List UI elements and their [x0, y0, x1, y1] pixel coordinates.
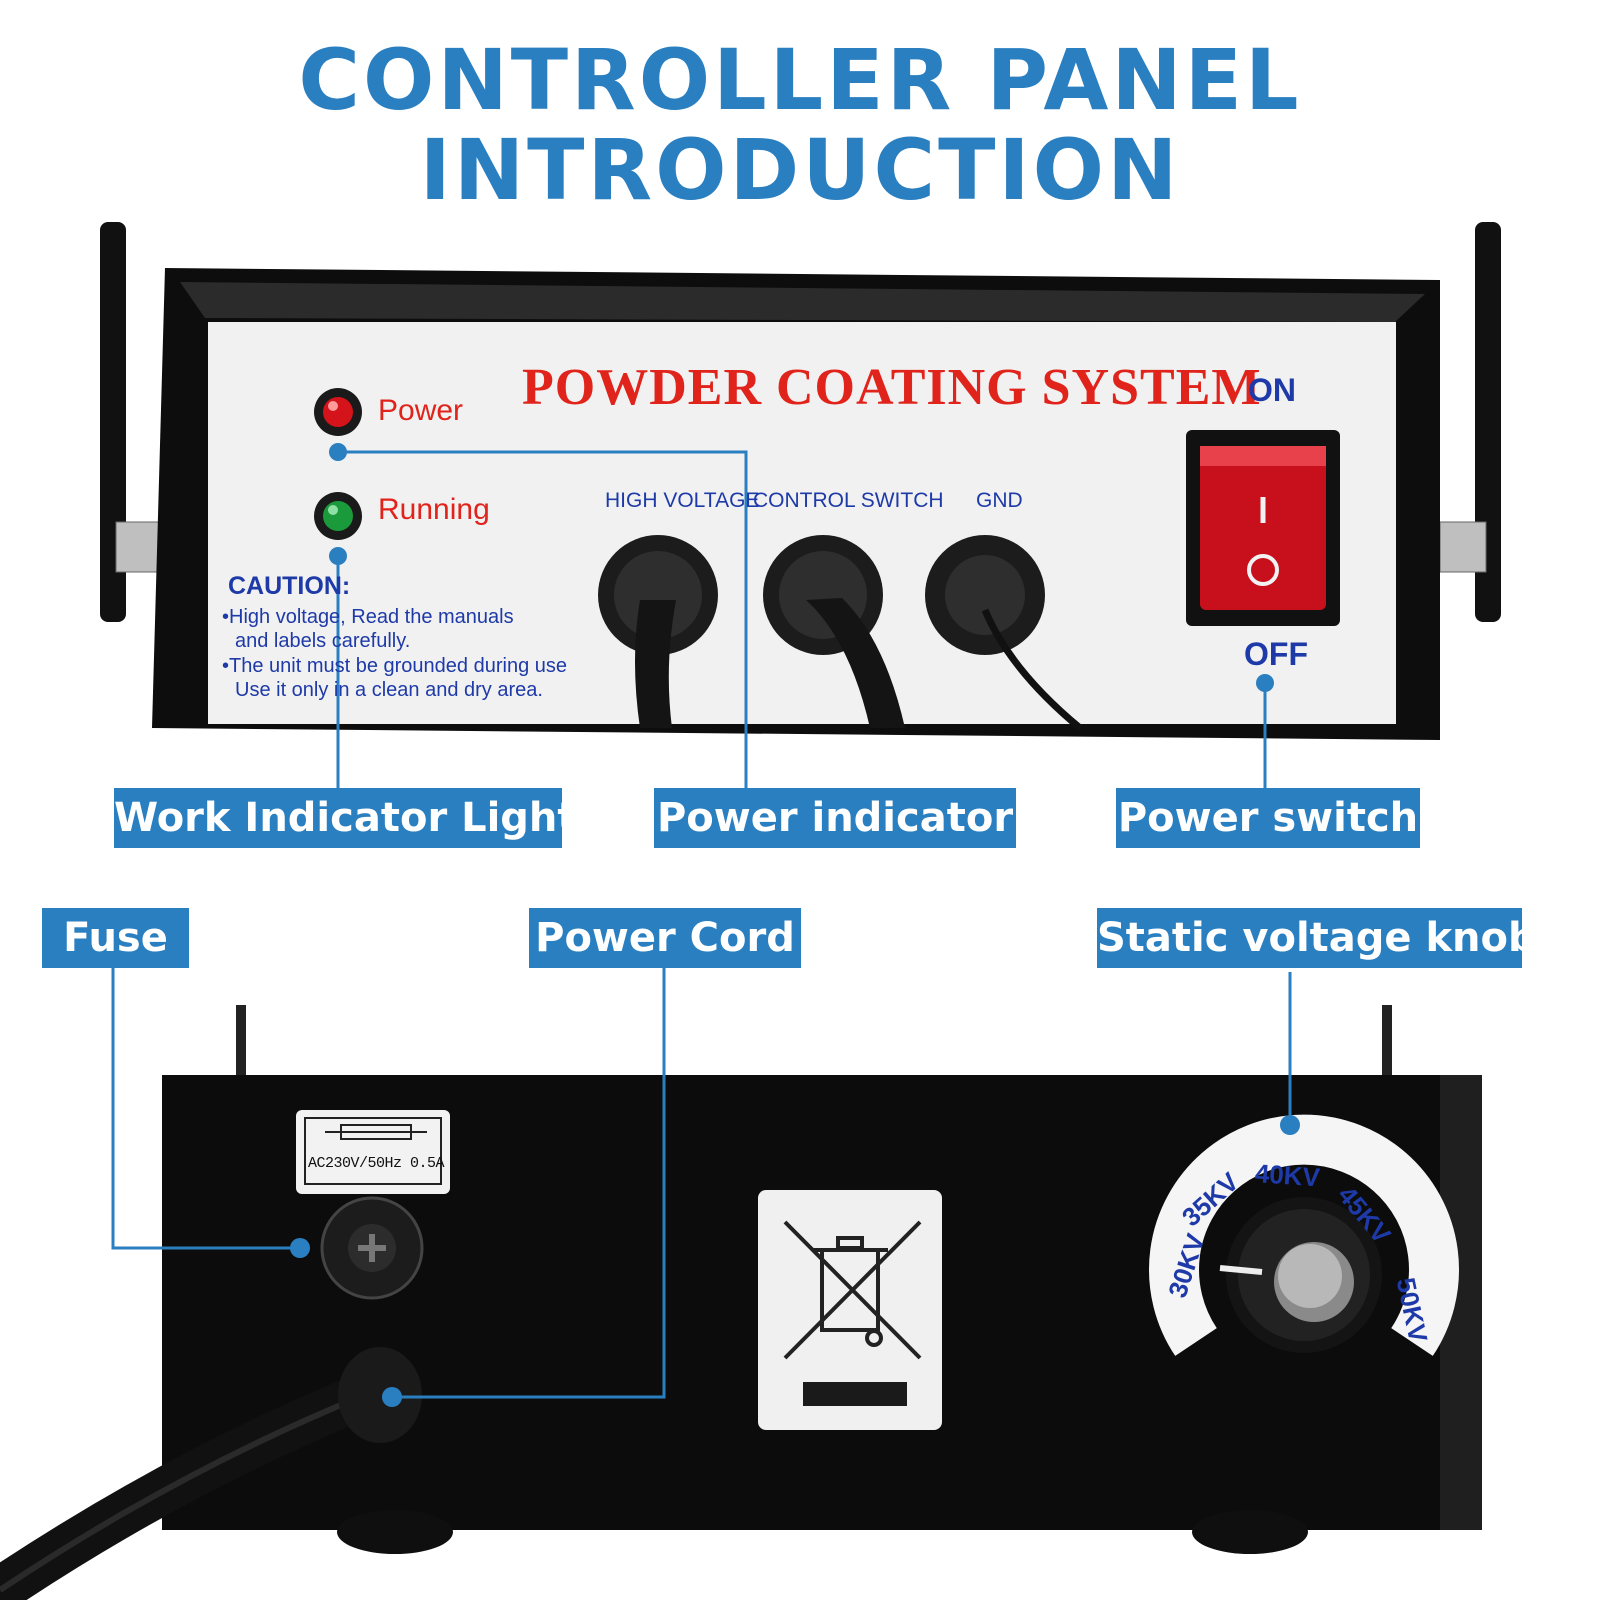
page-title-line1: CONTROLLER PANEL — [298, 31, 1302, 129]
high-voltage-port — [598, 535, 718, 728]
power-cord — [0, 1347, 422, 1600]
power-led-icon — [323, 397, 353, 427]
fuse-rating-label — [296, 1110, 450, 1194]
callout-power-indicator: Power indicator — [654, 788, 1016, 848]
screw-icon — [358, 1234, 386, 1262]
left-handle-bolt — [115, 521, 163, 573]
scale-40kv: 40KV — [1253, 1158, 1321, 1193]
callout-power-cord: Power Cord — [529, 908, 801, 968]
callout-power-switch: Power switch — [1116, 788, 1420, 848]
callout-work-indicator-light: Work Indicator Light — [114, 788, 577, 848]
right-foot — [1192, 1510, 1308, 1554]
caution-line-4: Use it only in a clean and dry area. — [235, 679, 543, 701]
caution-line-2: and labels carefully. — [235, 630, 411, 652]
callout-static-voltage-knob: Static voltage knob — [1097, 908, 1537, 968]
crossed-bin-icon — [783, 1220, 922, 1360]
caution-line-3: •The unit must be grounded during use — [222, 655, 567, 677]
gnd-port-label: GND — [976, 489, 1023, 512]
fuse-rating-text: AC230V/50Hz 0.5A — [308, 1155, 445, 1172]
callout-fuse: Fuse — [42, 908, 189, 968]
running-led-label: Running — [378, 493, 490, 526]
caution-title: CAUTION: — [228, 572, 351, 600]
power-led-label: Power — [378, 394, 464, 427]
right-handle-bolt — [1439, 521, 1487, 573]
voltage-scale-ring — [1149, 1114, 1459, 1356]
power-indicator-leader — [338, 450, 748, 788]
control-switch-port-label: CONTROL SWITCH — [753, 489, 944, 512]
fuse-leader — [111, 967, 300, 1250]
running-led-icon — [323, 501, 353, 531]
left-foot — [337, 1510, 453, 1554]
switch-on-label: ON — [1248, 372, 1296, 408]
control-switch-port — [763, 535, 905, 728]
weee-bin-sticker — [758, 1190, 942, 1430]
caution-line-1: •High voltage, Read the manuals — [222, 606, 514, 628]
switch-off-symbol-icon — [1247, 554, 1279, 586]
system-name: POWDER COATING SYSTEM — [522, 359, 1262, 416]
switch-off-label: OFF — [1244, 636, 1308, 672]
page-title-line2: INTRODUCTION — [419, 121, 1181, 219]
knob-pointer-icon — [1219, 1265, 1263, 1275]
high-voltage-port-label: HIGH VOLTAGE — [605, 489, 760, 512]
power-cord-leader — [392, 967, 666, 1399]
gnd-port — [925, 535, 1083, 731]
